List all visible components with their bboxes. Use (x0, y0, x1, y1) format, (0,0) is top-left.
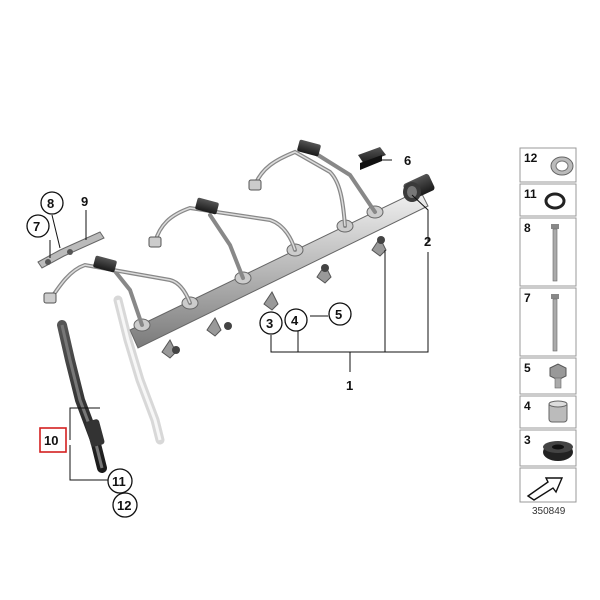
svg-text:12: 12 (117, 498, 131, 513)
pressure-sensor[interactable] (403, 173, 436, 202)
svg-text:9: 9 (81, 194, 88, 209)
callout-7: 7 (26, 214, 50, 238)
clip-part-6[interactable] (358, 147, 386, 170)
svg-text:8: 8 (47, 196, 54, 211)
svg-text:11: 11 (524, 187, 537, 201)
side-item-7[interactable]: 7 (519, 287, 577, 357)
callout-1: 1 (346, 378, 353, 393)
callout-12: 12 (112, 492, 138, 518)
side-item-3[interactable]: 3 (519, 429, 577, 467)
svg-text:1: 1 (346, 378, 353, 393)
side-item-12[interactable]: 12 (519, 147, 577, 183)
callout-9: 9 (81, 194, 88, 209)
callout-5: 5 (328, 302, 352, 326)
diagram-code: 350849 (532, 506, 566, 517)
callout-6: 6 (404, 153, 411, 168)
svg-text:7: 7 (33, 219, 40, 234)
hex-bolt-icon (549, 363, 567, 389)
svg-text:12: 12 (524, 151, 538, 165)
arrow-icon (526, 477, 564, 501)
side-item-8[interactable]: 8 (519, 217, 577, 287)
long-stud-icon (551, 224, 559, 282)
callout-4: 4 (284, 308, 308, 332)
callout-2: 2 (424, 234, 431, 249)
side-item-5[interactable]: 5 (519, 357, 577, 395)
side-item-4[interactable]: 4 (519, 395, 577, 429)
rubber-grommet-icon (543, 441, 573, 461)
svg-text:3: 3 (524, 433, 531, 447)
svg-text:3: 3 (266, 316, 273, 331)
svg-text:11: 11 (112, 474, 126, 489)
callout-3: 3 (259, 311, 283, 335)
callout-10: 10 (39, 427, 67, 453)
o-ring-icon (544, 192, 566, 210)
svg-text:5: 5 (524, 361, 531, 375)
injector-ghost (113, 295, 165, 445)
callout-8: 8 (40, 191, 64, 215)
short-stud-icon (551, 294, 559, 352)
side-panel: 12 11 8 7 (519, 147, 577, 517)
seal-ring-icon (550, 156, 574, 176)
injector[interactable] (57, 320, 107, 473)
callout-11: 11 (107, 468, 133, 494)
svg-text:6: 6 (404, 153, 411, 168)
svg-text:5: 5 (335, 307, 342, 322)
bracket[interactable] (37, 231, 105, 269)
sleeve-icon (548, 400, 568, 423)
fuel-rail[interactable] (129, 189, 429, 359)
svg-text:2: 2 (424, 234, 431, 249)
side-item-arrow[interactable] (519, 467, 577, 503)
svg-text:4: 4 (524, 399, 531, 413)
leader-lines (49, 159, 429, 481)
svg-text:7: 7 (524, 291, 531, 305)
line-clips (93, 139, 321, 273)
svg-text:8: 8 (524, 221, 531, 235)
side-item-11[interactable]: 11 (519, 183, 577, 217)
svg-text:4: 4 (291, 313, 299, 328)
svg-text:10: 10 (44, 433, 58, 448)
